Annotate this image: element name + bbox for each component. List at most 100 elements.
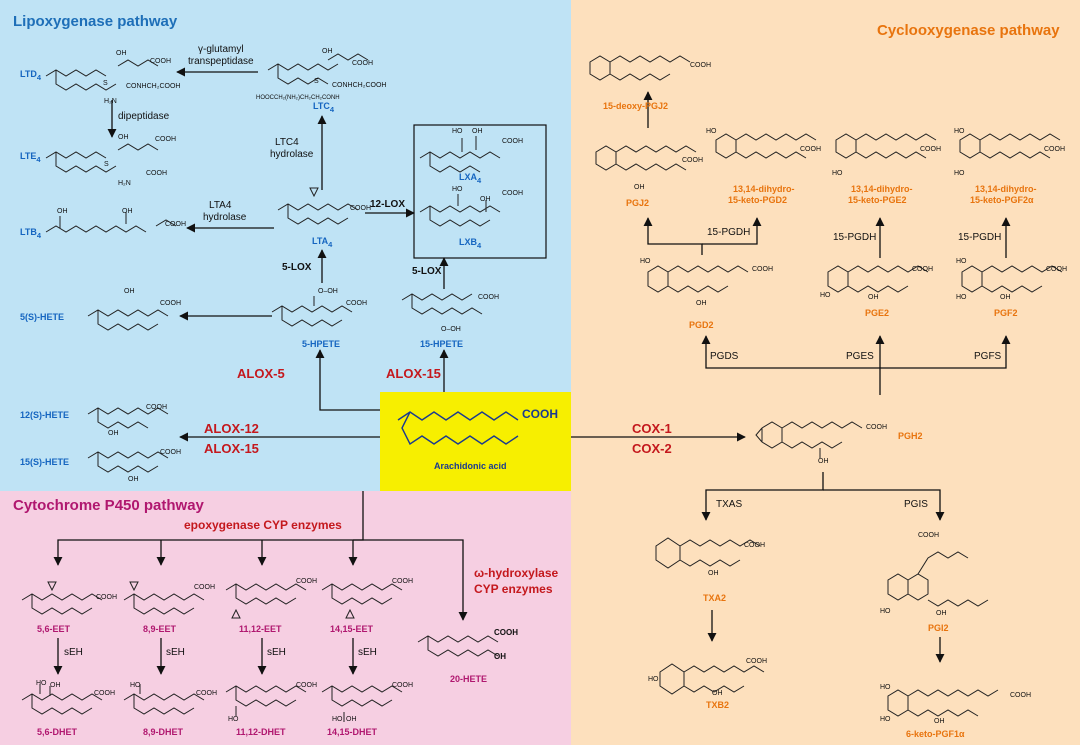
lxb4-ho: HO [452, 186, 463, 193]
structure-pgd2 [647, 265, 749, 293]
alox15-top-label: ALOX-15 [386, 366, 441, 381]
seh-label-3: sEH [267, 647, 286, 658]
12hete-cooh: COOH [146, 404, 167, 411]
ltd4-label: LTD4 [20, 69, 41, 82]
epoxygenase-label: epoxygenase CYP enzymes [184, 518, 342, 532]
15-deoxy-pgj2-label: 15-deoxy-PGJ2 [603, 101, 669, 111]
structure-15-deoxy-pgj2 [589, 55, 691, 81]
structure-dihydro-pgd2 [715, 133, 817, 159]
dh-pgf2-cooh: COOH [1044, 146, 1065, 153]
5hpete-cooh: COOH [346, 300, 367, 307]
6keto-cooh: COOH [1010, 692, 1031, 699]
20hete-oh: OH [494, 652, 506, 661]
5hete-oh: OH [124, 288, 135, 295]
lxa4-cooh: COOH [502, 138, 523, 145]
dh-pge2-ho: HO [832, 170, 843, 177]
pgfs-label: PGFS [974, 351, 1002, 362]
dihydro-pgf2-line2: 15-keto-PGF2α [970, 195, 1034, 205]
56-eet-label: 5,6-EET [37, 624, 71, 634]
structure-dihydro-pgf2 [959, 133, 1061, 159]
pgh2-cooh: COOH [866, 424, 887, 431]
1415dhet-cooh: COOH [392, 682, 413, 689]
pges-label: PGES [846, 351, 874, 362]
6keto-ho2: HO [880, 716, 891, 723]
pgd2-ho: HO [640, 258, 651, 265]
cyclooxygenase-panel [571, 0, 1080, 745]
pgh2-label: PGH2 [898, 431, 923, 441]
20-hete-label: 20-HETE [450, 674, 488, 684]
structure-12hete [87, 407, 169, 429]
ltb4-oh1: OH [57, 208, 68, 215]
txb2-oh: OH [712, 690, 723, 697]
pgf2-ho1: HO [956, 258, 967, 265]
structure-txb2 [659, 663, 765, 695]
dihydro-pge2-line1: 13,14-dihydro- [851, 184, 913, 194]
lta4-hydrolase-line2: hydrolase [203, 212, 247, 223]
pgf2-oh: OH [1000, 294, 1011, 301]
15-pgdh-label-1: 15-PGDH [707, 227, 751, 238]
ltd4-conh: CONHCH₂COOH [126, 83, 181, 90]
56eet-cooh: COOH [96, 594, 117, 601]
89-dhet-label: 8,9-DHET [143, 727, 184, 737]
txb2-cooh: COOH [746, 658, 767, 665]
arrow-pgd2-to-dihydro-pgd2 [702, 217, 762, 245]
15hete-oh: OH [128, 476, 139, 483]
pgi2-cooh: COOH [918, 532, 939, 539]
arrow-pgd2-to-pgj2-and-metabolite [643, 217, 703, 255]
6keto-ho1: HO [880, 684, 891, 691]
ltb4-label: LTB4 [20, 227, 41, 240]
structure-txa2 [655, 537, 761, 569]
5-hpete-label: 5-HPETE [302, 339, 341, 349]
seh-label-2: sEH [166, 647, 185, 658]
omega-hydroxylase-line1: ω-hydroxylase [474, 566, 559, 580]
arrow-pgh2-to-txa2 [701, 472, 824, 521]
structure-1415eet [321, 583, 403, 619]
89-eet-label: 8,9-EET [143, 624, 177, 634]
structure-1112dhet [225, 685, 307, 716]
dihydro-pgd2-line2: 15-keto-PGD2 [728, 195, 788, 205]
pgh2-to-pgs-branch [701, 335, 881, 395]
ltc4-hydrolase-line1: LTC4 [275, 137, 299, 148]
ltd4-oh: OH [116, 50, 127, 57]
structure-pgj2 [595, 145, 697, 171]
transpeptidase-label: transpeptidase [188, 56, 254, 67]
89dhet-ho: HO [130, 682, 141, 689]
1415dhet-oh: OH [346, 716, 357, 723]
56-dhet-label: 5,6-DHET [37, 727, 78, 737]
txb2-ho: HO [648, 676, 659, 683]
ltb4-oh2: OH [122, 208, 133, 215]
lte4-oh: OH [118, 134, 129, 141]
cyclooxygenase-title: Cyclooxygenase pathway [877, 22, 1060, 39]
dh-pgd2-cooh: COOH [800, 146, 821, 153]
dihydro-pgd2-line1: 13,14-dihydro- [733, 184, 795, 194]
structure-pgf2 [961, 265, 1063, 293]
structure-89eet [123, 581, 205, 615]
56dhet-ho: HO [36, 680, 47, 687]
structure-arachidonic-acid [397, 411, 519, 446]
pgds-label: PGDS [710, 351, 739, 362]
structure-dihydro-pge2 [835, 133, 937, 159]
lxa4-ho: HO [452, 128, 463, 135]
lte4-cooh2: COOH [146, 170, 167, 177]
structure-89dhet [123, 684, 205, 715]
1112dhet-cooh: COOH [296, 682, 317, 689]
5-lox-label-lipoxin: 5-LOX [412, 266, 442, 277]
deoxy-pgj2-cooh: COOH [690, 62, 711, 69]
lxb4-cooh: COOH [502, 190, 523, 197]
1415dhet-ho: HO [332, 716, 343, 723]
12-lox-label: 12-LOX [370, 199, 406, 210]
structure-1112eet [225, 583, 307, 619]
pgf2-ho2: HO [956, 294, 967, 301]
ltc4-label: LTC4 [313, 101, 334, 114]
5-lox-label-lta4: 5-LOX [282, 262, 312, 273]
ltb4-cooh: COOH [165, 221, 186, 228]
6keto-oh: OH [934, 718, 945, 725]
lta4-cooh: COOH [350, 205, 371, 212]
lipoxygenase-title: Lipoxygenase pathway [13, 13, 178, 30]
lte4-cooh: COOH [155, 136, 176, 143]
6-keto-pgf1a-label: 6-keto-PGF1α [906, 729, 965, 739]
1415-eet-label: 14,15-EET [330, 624, 374, 634]
seh-label-4: sEH [358, 647, 377, 658]
alox15-left-label: ALOX-15 [204, 441, 259, 456]
